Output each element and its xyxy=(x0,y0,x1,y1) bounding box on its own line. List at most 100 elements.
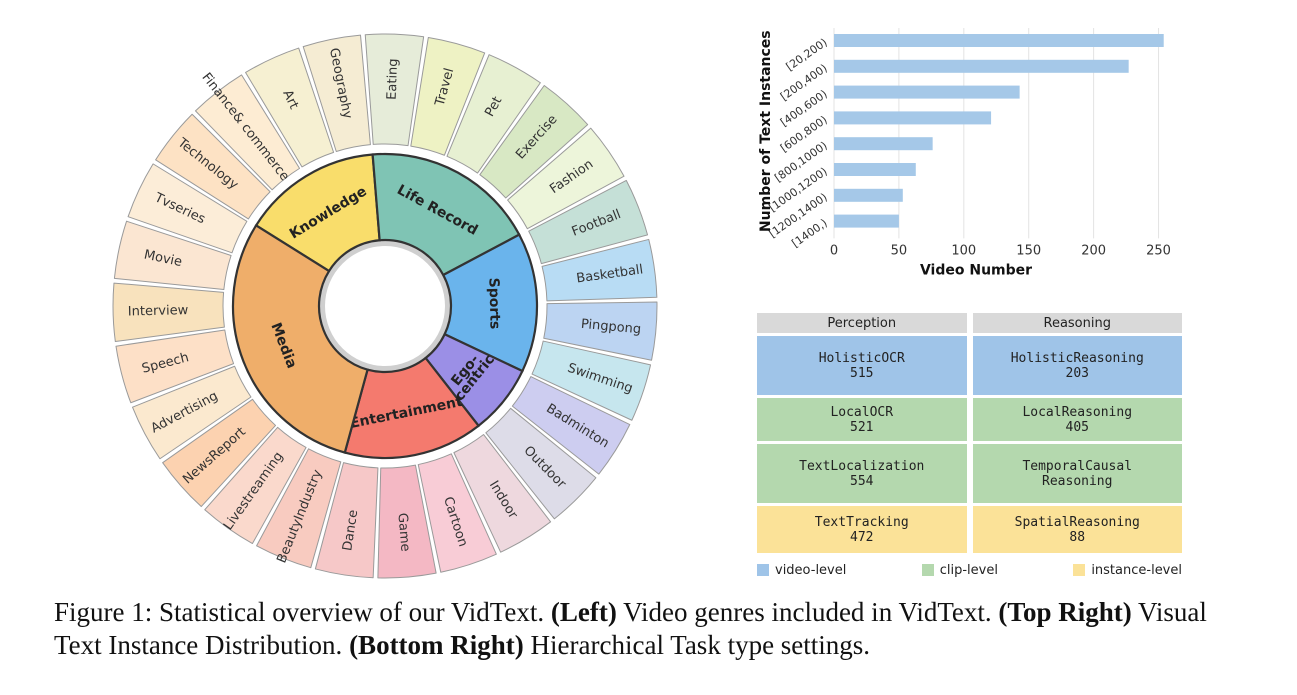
leaf-slice xyxy=(113,220,232,291)
leaf-slice xyxy=(531,340,652,421)
task-name: LocalReasoning xyxy=(1022,404,1133,420)
genre-leaf: Game xyxy=(377,464,437,579)
leaf-slice xyxy=(410,36,486,156)
task-count: 554 xyxy=(850,473,874,489)
leaf-slice xyxy=(162,398,277,508)
task-count: 405 xyxy=(1065,419,1089,435)
leaf-slice xyxy=(204,426,307,545)
leaf-slice xyxy=(245,47,335,168)
genre-category: Entertainment xyxy=(343,356,481,460)
x-tick-label: 150 xyxy=(1016,243,1041,258)
genre-leaf: Pingpong xyxy=(543,301,658,361)
task-name: TemporalCausal xyxy=(1022,458,1133,474)
task-legend: video-level clip-level instance-level xyxy=(757,561,1182,579)
leaf-slice xyxy=(194,74,301,191)
leaf-label: Interview xyxy=(128,303,189,319)
task-count: 521 xyxy=(850,419,874,435)
leaf-slice xyxy=(155,113,271,220)
legend-swatch xyxy=(921,564,934,576)
genre-leaf: Cartoon xyxy=(417,453,497,573)
task-name: HolisticOCR xyxy=(818,350,905,366)
genre-leaf: Speech xyxy=(115,329,235,404)
leaf-label: Art xyxy=(279,88,301,112)
genre-leaf: Outdoor xyxy=(485,407,597,520)
leaf-slice xyxy=(511,376,631,475)
leaf-slice xyxy=(479,84,589,199)
task-name: LocalOCR xyxy=(830,404,894,420)
genre-category: Life Record xyxy=(371,152,521,277)
category-label: Sports xyxy=(485,277,502,329)
task-header: Perception xyxy=(757,313,967,333)
task-name: TextLocalization xyxy=(799,458,925,474)
leaf-slice xyxy=(485,407,597,520)
task-count: 203 xyxy=(1065,365,1089,381)
task-name: Reasoning xyxy=(1042,473,1113,489)
leaf-label: Pingpong xyxy=(580,317,641,338)
y-axis-label: Number of Text Instances xyxy=(758,30,774,232)
x-grid xyxy=(833,28,1160,239)
task-header: Reasoning xyxy=(972,313,1182,333)
legend-label: instance-level xyxy=(1091,562,1182,578)
bar xyxy=(834,34,1164,47)
bar xyxy=(834,111,992,125)
task-count: 515 xyxy=(850,365,874,381)
bar xyxy=(834,163,916,176)
genre-leaf: Fashion xyxy=(507,127,625,230)
leaf-slice xyxy=(302,34,371,152)
bar xyxy=(834,59,1129,73)
center-hole xyxy=(325,246,445,366)
genre-leaf: Eating xyxy=(364,33,425,147)
leaf-label: Eating xyxy=(385,58,401,100)
leaf-slice xyxy=(132,365,252,460)
genre-leaf: Swimming xyxy=(531,340,652,421)
x-tick-label: 0 xyxy=(830,243,838,258)
leaf-label: Dance xyxy=(340,509,361,552)
genre-leaf: Travel xyxy=(410,36,486,156)
bar xyxy=(834,188,903,202)
leaf-slice xyxy=(256,448,342,569)
x-tick-label: 50 xyxy=(891,243,908,258)
task-name: TextTracking xyxy=(814,514,909,530)
figure-caption: Figure 1: Statistical overview of our Vi… xyxy=(54,597,1207,660)
task-name: HolisticReasoning xyxy=(1010,350,1144,366)
legend-label: clip-level xyxy=(939,562,998,578)
bar xyxy=(834,137,933,151)
genre-leaf: Tvseries xyxy=(127,163,248,254)
leaf-slice xyxy=(377,464,437,579)
leaf-slice xyxy=(115,329,235,404)
category-slice xyxy=(371,152,521,277)
x-tick-label: 100 xyxy=(951,243,976,258)
genre-category: Knowledge xyxy=(254,153,381,273)
genre-leaf: Basketball xyxy=(541,238,658,302)
task-count: 88 xyxy=(1069,529,1086,545)
leaf-slice xyxy=(112,282,225,343)
genre-leaf: Exercise xyxy=(479,84,589,199)
bar xyxy=(834,214,899,228)
leaf-slice xyxy=(453,434,552,553)
genre-leaf: Geography xyxy=(302,34,371,152)
leaf-slice xyxy=(528,179,649,265)
category-slice xyxy=(231,223,369,454)
leaf-slice xyxy=(541,238,658,302)
bar xyxy=(834,85,1020,99)
leaf-slice xyxy=(507,127,625,230)
task-count: 472 xyxy=(850,529,874,545)
leaf-slice xyxy=(417,453,497,573)
legend-label: video-level xyxy=(775,562,847,578)
genre-category: Ego-centric xyxy=(424,332,524,428)
leaf-slice xyxy=(314,462,379,579)
genre-leaf: Football xyxy=(528,179,649,265)
legend-swatch xyxy=(757,564,769,576)
